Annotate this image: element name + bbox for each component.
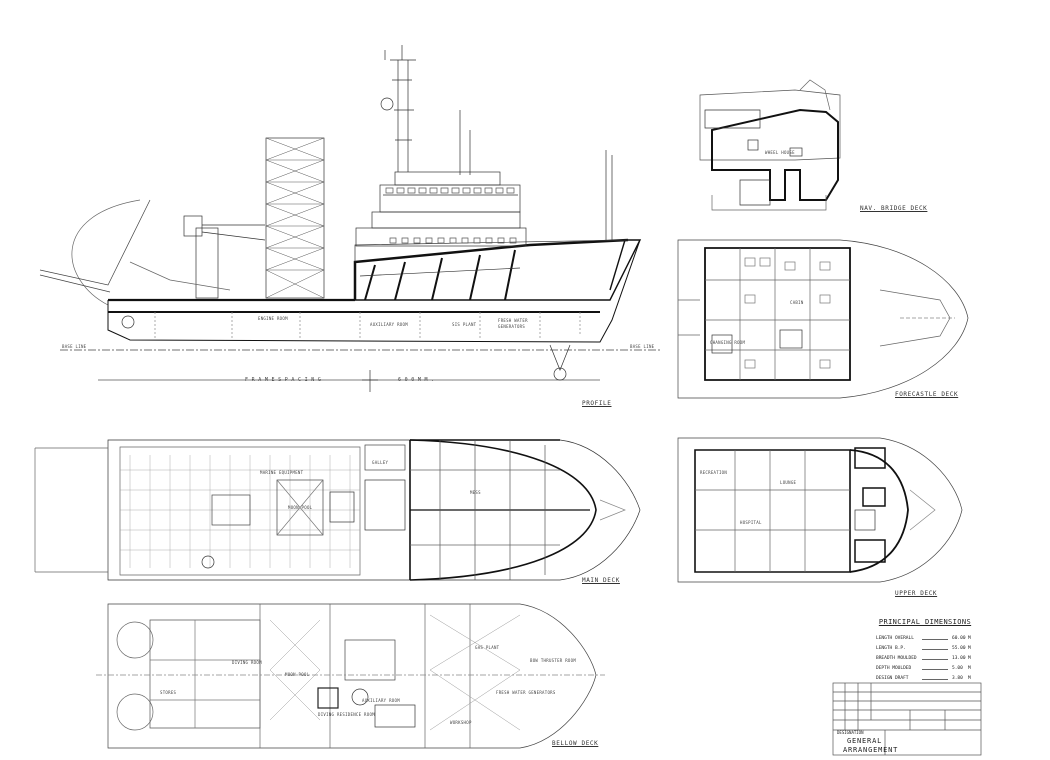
dimension-row: LENGTH B.P. 55.00 M [876, 646, 980, 654]
base-line-fwd-label: BASE LINE [630, 344, 655, 349]
leader-line [922, 669, 948, 670]
hospital-label: HOSPITAL [740, 520, 762, 525]
dimension-row: LENGTH OVERALL 60.00 M [876, 636, 980, 644]
forecastle-deck-caption: FORECASTLE DECK [895, 391, 959, 398]
frame-spacing-value: 6 0 0 M M . [398, 377, 435, 383]
moon-pool-label: MOON POOL [288, 505, 313, 510]
dimension-value: 3.80 [952, 676, 963, 681]
dimension-row: BREADTH MOULDED 13.00 M [876, 656, 980, 664]
principal-dimensions-table: PRINCIPAL DIMENSIONS LENGTH OVERALL 60.0… [870, 618, 980, 686]
sis-plant-label: SIS PLANT [452, 322, 477, 327]
frame-spacing-label: F R A M E S P A C I N G [245, 377, 322, 383]
diving-room-label: DIVING ROOM [232, 660, 262, 665]
leader-line [922, 659, 948, 660]
dimension-row: DEPTH MOULDED 5.00 M [876, 666, 980, 674]
changing-room-label: CHANGING ROOM [710, 340, 746, 345]
principal-dimensions-title: PRINCIPAL DIMENSIONS [878, 618, 972, 626]
leader-line [922, 679, 948, 680]
dimension-unit: M [968, 646, 971, 651]
dimension-unit: M [968, 666, 971, 671]
leader-line [922, 649, 948, 650]
galley-label: GALLEY [372, 460, 389, 465]
main-deck-view [34, 439, 641, 581]
dimension-name: LENGTH B.P. [876, 646, 906, 651]
nav-bridge-deck-view [699, 79, 841, 211]
auxiliary-room-label: AUXILIARY ROOM [370, 322, 408, 327]
gas-plant-label: GAS PLANT [475, 645, 500, 650]
dimension-name: DEPTH MOULDED [876, 666, 912, 671]
auxiliary-room-plan-label: AUXILIARY ROOM [362, 698, 400, 703]
bow-thruster-label: BOW THRUSTER ROOM [530, 658, 577, 663]
wheel-house-label: WHEEL HOUSE [765, 150, 795, 155]
dimension-name: LENGTH OVERALL [876, 636, 914, 641]
marine-equipment-label: MARINE EQUIPMENT [260, 470, 304, 475]
cabin-label: CABIN [790, 300, 804, 305]
generators-label: GENERATORS [498, 324, 526, 329]
title-block-frame [832, 682, 982, 756]
dimension-value: 13.00 [952, 656, 966, 661]
profile-view [39, 45, 660, 392]
engine-room-label: ENGINE ROOM [258, 316, 288, 321]
workshop-label: WORKSHOP [450, 720, 472, 725]
title-block: DESIGNATION GENERAL ARRANGEMENT [833, 683, 981, 755]
dimension-name: BREADTH MOULDED [876, 656, 917, 661]
nav-bridge-deck-caption: NAV. BRIDGE DECK [860, 205, 928, 212]
lounge-label: LOUNGE [780, 480, 797, 485]
designation-label: DESIGNATION [837, 730, 864, 735]
base-line-aft-label: BASE LINE [62, 344, 87, 349]
stores-label: STORES [160, 690, 177, 695]
dimension-row: DESIGN DRAFT 3.80 M [876, 676, 980, 684]
profile-caption: PROFILE [582, 400, 612, 407]
dimension-unit: M [968, 636, 971, 641]
dimension-name: DESIGN DRAFT [876, 676, 909, 681]
main-deck-caption: MAIN DECK [582, 577, 620, 584]
title-line-1: GENERAL [847, 737, 883, 745]
forecastle-deck-view [677, 239, 969, 399]
bellow-deck-caption: BELLOW DECK [552, 740, 599, 747]
moon-pool-lower-label: MOON POOL [285, 672, 310, 677]
diving-residence-label: DIVING RESIDENCE ROOM [318, 712, 375, 717]
title-line-2: ARRANGEMENT [843, 746, 899, 754]
bellow-deck-view [96, 603, 605, 749]
fresh-water-gen-label: FRESH WATER GENERATORS [496, 690, 556, 695]
dimension-value: 60.00 [952, 636, 966, 641]
dimension-value: 55.00 [952, 646, 966, 651]
mess-label: MESS [470, 490, 481, 495]
upper-deck-caption: UPPER DECK [895, 590, 938, 597]
dimension-unit: M [968, 656, 971, 661]
recreation-label: RECREATION [700, 470, 728, 475]
fresh-water-label: FRESH WATER [498, 318, 528, 323]
dimension-value: 5.00 [952, 666, 963, 671]
upper-deck-view [677, 437, 963, 583]
leader-line [922, 639, 948, 640]
dimension-unit: M [968, 676, 971, 681]
